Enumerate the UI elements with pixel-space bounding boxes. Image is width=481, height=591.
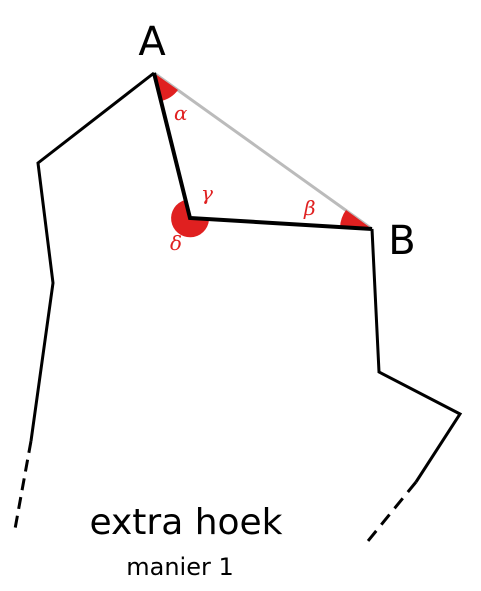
angle-beta-mark bbox=[340, 210, 372, 229]
caption-subtitle: manier 1 bbox=[126, 553, 234, 581]
left-boundary-dashed-end bbox=[13, 440, 33, 530]
chord-ab-line bbox=[153, 71, 373, 231]
point-b-label: B bbox=[388, 218, 415, 264]
angle-beta-label: β bbox=[303, 196, 316, 220]
angle-delta-label: δ bbox=[170, 231, 182, 255]
caption-title: extra hoek bbox=[89, 502, 282, 543]
left-boundary-line bbox=[29, 71, 155, 442]
inner-path-line bbox=[152, 72, 373, 231]
right-boundary-line bbox=[370, 228, 463, 483]
point-a-label: A bbox=[138, 19, 166, 65]
right-boundary-dashed-end bbox=[366, 481, 418, 542]
angle-gamma-label: γ bbox=[201, 181, 213, 205]
angle-alpha-label: α bbox=[174, 101, 188, 125]
